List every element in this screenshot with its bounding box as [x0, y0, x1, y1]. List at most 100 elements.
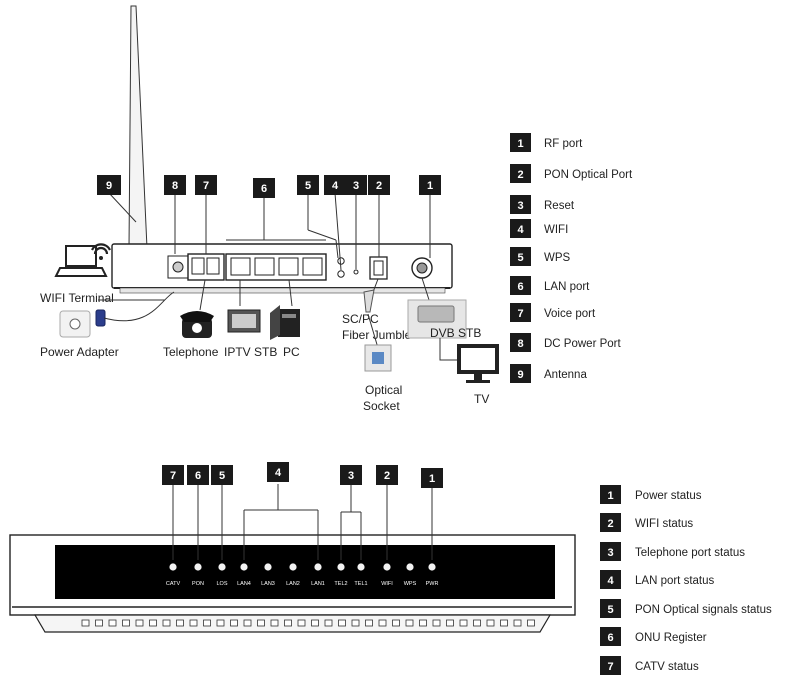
vent-slot: [176, 619, 184, 627]
front-callout-7: 7: [162, 465, 184, 485]
svg-text:2: 2: [517, 169, 523, 181]
led-lan4: LAN4: [237, 563, 251, 587]
front-legend-item-1: 1 Power status: [600, 485, 702, 504]
svg-text:9: 9: [106, 180, 112, 192]
led-label: LAN3: [261, 581, 275, 587]
front-callout-5: 5: [211, 465, 233, 485]
svg-text:3: 3: [353, 180, 359, 192]
vent-slot: [135, 619, 144, 627]
rear-callout-4: 4: [324, 175, 346, 195]
router-front-body: [9, 534, 576, 633]
vent-slot: [432, 619, 441, 627]
led-light: [264, 563, 272, 571]
svg-text:1: 1: [607, 490, 613, 502]
svg-text:5: 5: [517, 252, 523, 264]
led-wps: WPS: [404, 563, 417, 587]
rear-legend-item-1: 1 RF port: [510, 133, 583, 152]
power-adapter: Power Adapter: [40, 291, 175, 359]
led-light: [357, 563, 365, 571]
led-label: TEL1: [354, 581, 367, 587]
svg-text:5: 5: [607, 604, 613, 616]
telephone-label: Telephone: [163, 345, 219, 359]
vent-slot: [270, 619, 279, 627]
svg-text:2: 2: [607, 518, 613, 530]
rear-callout-8: 8: [164, 175, 186, 195]
wifi-button: [337, 270, 345, 278]
led-label: WPS: [404, 581, 417, 587]
vent-slot: [297, 619, 306, 627]
svg-text:3: 3: [348, 470, 354, 482]
vent-slot: [203, 619, 211, 627]
led-label: LAN1: [311, 581, 325, 587]
wifi-terminal: WIFI Terminal: [40, 243, 114, 305]
optical-socket: Optical Socket: [363, 313, 402, 413]
svg-text:4: 4: [275, 467, 282, 479]
led-light: [218, 563, 226, 571]
svg-text:LAN port status: LAN port status: [635, 575, 715, 587]
telephone: Telephone: [163, 279, 219, 359]
front-callout-1: 1: [421, 468, 443, 488]
fiber-jumble: SC/PC Fiber Jumble: [342, 278, 412, 342]
rear-panel: 9 8 7 6 5 4 3 2 1 WIFI Terminal: [40, 5, 633, 413]
svg-text:1: 1: [427, 180, 433, 192]
svg-text:5: 5: [305, 180, 311, 192]
vent-slot: [365, 619, 373, 627]
antenna: [127, 5, 149, 279]
tv-icon: [457, 344, 499, 383]
led-pwr: PWR: [426, 563, 439, 587]
rear-callout-1: 1: [419, 175, 441, 195]
iptv-stb: IPTV STB: [224, 280, 277, 359]
svg-text:WPS: WPS: [544, 252, 571, 264]
optical-socket-label-1: Optical: [365, 383, 402, 397]
front-callout-2: 2: [376, 465, 398, 485]
rear-callout-6: 6: [253, 178, 275, 198]
led-light: [240, 563, 248, 571]
lan-ports: [225, 253, 327, 281]
front-callout-4: 4: [267, 462, 289, 482]
led-light: [383, 563, 391, 571]
svg-text:1: 1: [429, 473, 435, 485]
vent-slot: [486, 619, 495, 627]
svg-text:3: 3: [607, 547, 613, 559]
front-callout-3: 3: [340, 465, 362, 485]
vent-slot: [162, 619, 171, 627]
front-legend-item-4: 4 LAN port status: [600, 570, 715, 589]
rear-callouts: 9 8 7 6 5 4 3 2 1: [97, 175, 441, 198]
led-label: CATV: [166, 581, 181, 587]
vent-slot: [189, 619, 198, 627]
rear-callout-2: 2: [368, 175, 390, 195]
vent-slot: [500, 619, 508, 627]
svg-text:DC Power Port: DC Power Port: [544, 338, 621, 350]
pc: PC: [270, 279, 300, 359]
front-callouts: 7 6 5 4 3 2 1: [162, 462, 443, 488]
wps-button: [337, 257, 345, 265]
led-lan3: LAN3: [261, 563, 275, 587]
vent-slot: [243, 619, 252, 627]
svg-text:4: 4: [607, 575, 614, 587]
svg-text:RF port: RF port: [544, 138, 583, 150]
rear-callout-3: 3: [345, 175, 367, 195]
vent-slot: [473, 619, 481, 627]
svg-text:5: 5: [219, 470, 225, 482]
svg-text:1: 1: [517, 138, 523, 150]
led-label: PWR: [426, 581, 439, 587]
svg-text:Power status: Power status: [635, 490, 702, 502]
vent-slot: [378, 619, 387, 627]
svg-text:ONU Register: ONU Register: [635, 632, 707, 644]
led-light: [406, 563, 414, 571]
svg-text:9: 9: [517, 369, 523, 381]
pon-optical-port: [369, 256, 388, 280]
led-pon: PON: [192, 563, 204, 587]
svg-text:7: 7: [517, 308, 523, 320]
front-callout-6: 6: [187, 465, 209, 485]
vent-slot: [513, 619, 522, 627]
vent-slot: [257, 619, 265, 627]
